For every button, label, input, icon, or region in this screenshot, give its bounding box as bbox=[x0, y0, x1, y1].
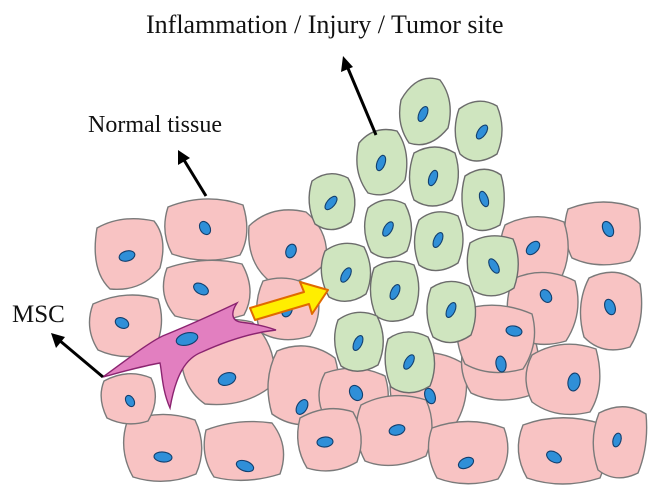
msc-label: MSC bbox=[12, 301, 65, 329]
normal-cell bbox=[204, 422, 283, 481]
normal-cell bbox=[565, 202, 640, 265]
normal-tissue-pointer-line bbox=[184, 160, 206, 196]
normal-cell bbox=[428, 422, 507, 484]
normal-tissue-label: Normal tissue bbox=[88, 112, 222, 139]
site-label: Inflammation / Injury / Tumor site bbox=[146, 10, 504, 40]
normal-cell bbox=[526, 344, 600, 414]
site-pointer-line bbox=[347, 66, 376, 135]
msc-pointer-arrowhead-icon bbox=[51, 333, 65, 348]
normal-cell bbox=[124, 414, 202, 481]
